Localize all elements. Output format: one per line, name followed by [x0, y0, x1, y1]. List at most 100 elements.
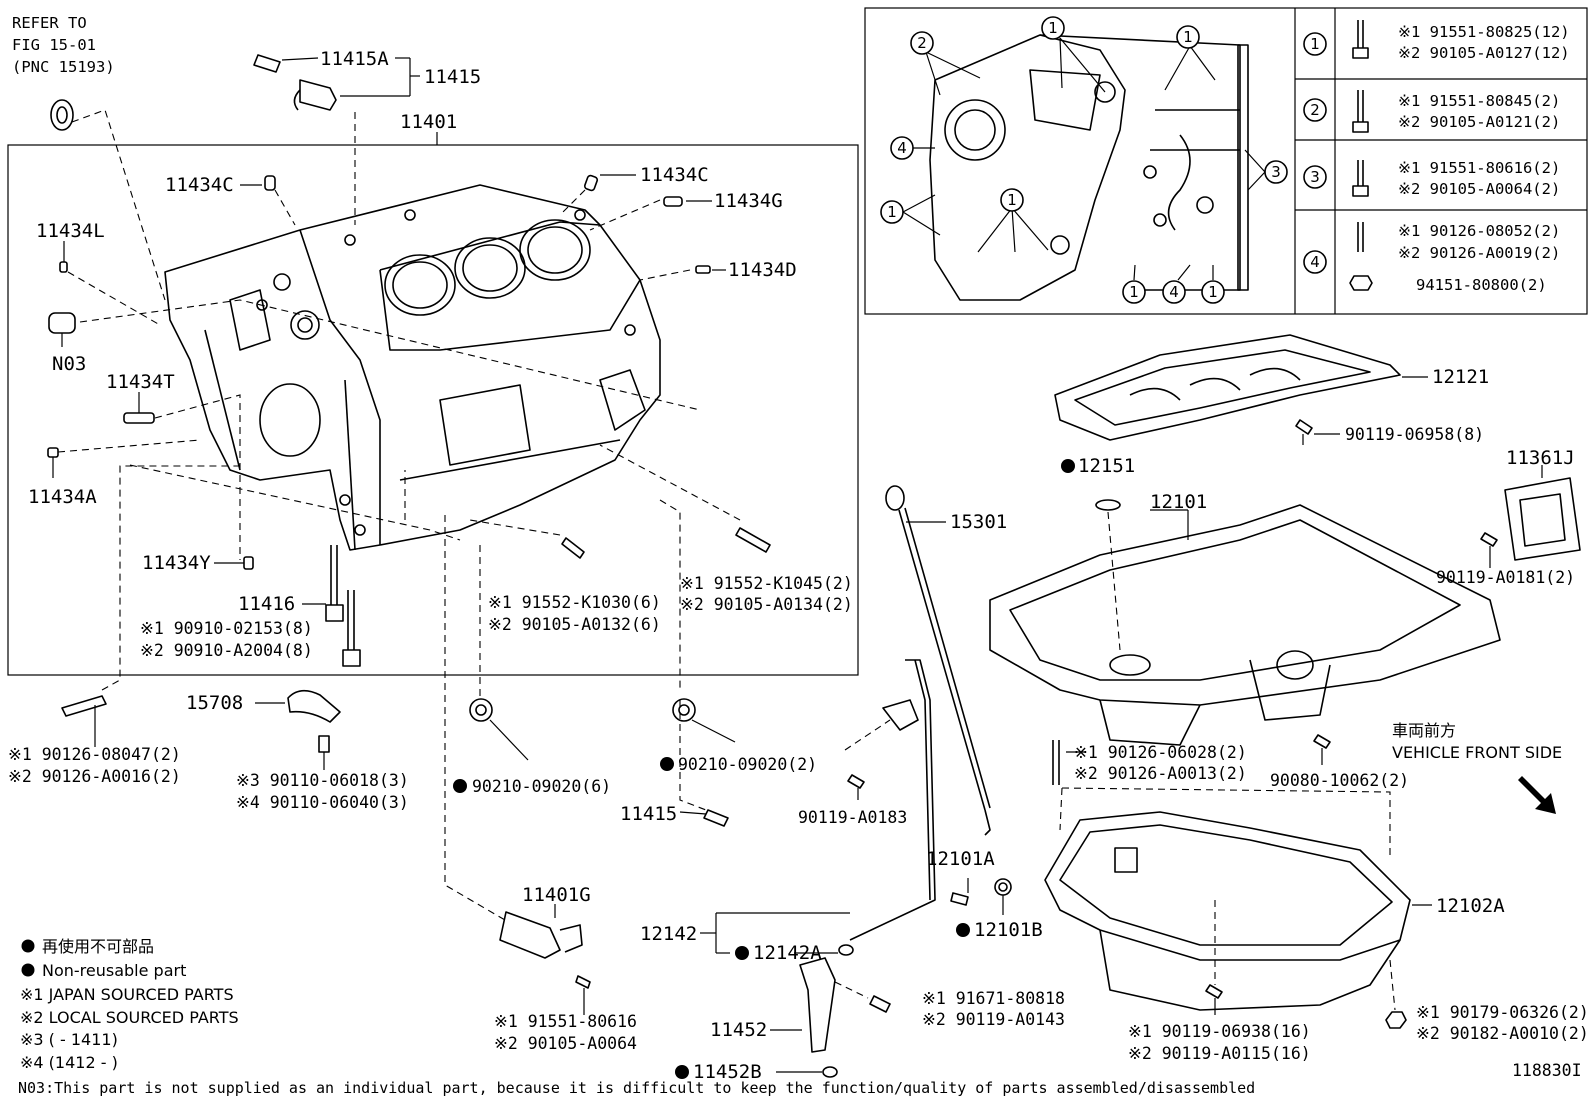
- diagram-id: 118830I: [1512, 1061, 1582, 1080]
- inset-callout-label: 4: [897, 139, 907, 157]
- bolt-06028-local: ※2 90126-A0013(2): [1074, 764, 1247, 783]
- inset-callout: [1122, 280, 1146, 304]
- inset-callout-label: 1: [1183, 28, 1193, 46]
- legend-note-1: ※1 JAPAN SOURCED PARTS: [20, 985, 234, 1004]
- label-11434D: 11434D: [728, 259, 797, 281]
- oil-pan-drawing: [950, 334, 1581, 1029]
- label-11415: 11415: [424, 66, 481, 88]
- table-key-circle: [1303, 250, 1327, 274]
- table-key-circle: [1303, 165, 1327, 189]
- label-11434A: 11434A: [28, 486, 97, 508]
- nonreusable-dot: [675, 1065, 689, 1079]
- label-11401: 11401: [400, 111, 457, 133]
- label-15708: 15708: [186, 692, 243, 714]
- inset-callout-label: 1: [1048, 19, 1058, 37]
- inset-callout: [1162, 280, 1186, 304]
- block-dashed-leaders: [57, 109, 741, 921]
- inset-callout: [1176, 25, 1200, 49]
- legend-dot: [21, 963, 35, 977]
- bolt-inset-frame: [864, 7, 1588, 315]
- inset-callout-label: 1: [1007, 191, 1017, 209]
- dipstick-drawing: [700, 485, 991, 1078]
- bolt-80616-local: ※2 90105-A0064: [494, 1034, 637, 1053]
- vehicle-front-en: VEHICLE FRONT SIDE: [1392, 743, 1562, 762]
- bolt-80818-local: ※2 90119-A0143: [922, 1010, 1065, 1029]
- label-12101: 12101: [1150, 491, 1207, 513]
- label-11434L: 11434L: [36, 220, 105, 242]
- vehicle-front-arrow: [1518, 776, 1556, 814]
- label-12102A: 12102A: [1436, 895, 1505, 917]
- table-row-1-line1: ※1 91551-80825(12): [1398, 23, 1570, 41]
- bolt-06018: ※3 90110-06018(3): [236, 771, 409, 790]
- label-11434C-right: 11434C: [640, 164, 709, 186]
- bolt-08047-local: ※2 90126-A0016(2): [8, 767, 181, 786]
- label-11415A: 11415A: [320, 48, 389, 70]
- legend-dot: [21, 939, 35, 953]
- table-row-3-line1: ※1 91551-80616(2): [1398, 159, 1560, 177]
- table-row-4-line1: ※1 90126-08052(2): [1398, 222, 1560, 240]
- label-11401G: 11401G: [522, 884, 591, 906]
- label-12101A: 12101A: [926, 848, 995, 870]
- inset-bolt-table: 1 ※1 91551-80825(12) ※2 90105-A0127(12) …: [1303, 20, 1570, 294]
- bolt-06958: 90119-06958(8): [1345, 425, 1484, 444]
- inset-callout: [890, 136, 914, 160]
- legend-note-4: ※4 (1412 - ): [20, 1053, 118, 1072]
- solid-leaders: [52, 57, 726, 747]
- seal-90210-2: 90210-09020(2): [678, 755, 817, 774]
- inset-callout-label: 1: [887, 203, 897, 221]
- bolt-08047-jp: ※1 90126-08047(2): [8, 745, 181, 764]
- footnote-N03: N03:This part is not supplied as an indi…: [18, 1079, 1255, 1097]
- legend-nonreusable-jp: 再使用不可部品: [42, 937, 154, 956]
- cylinder-block-drawing: [164, 184, 661, 551]
- inset-callout: [910, 31, 934, 55]
- inset-callout: [1264, 160, 1288, 184]
- lower-left-parts: [61, 689, 736, 1015]
- label-11434T: 11434T: [106, 371, 175, 393]
- bolt-K1045-local: ※2 90105-A0134(2): [680, 595, 853, 614]
- bolt-06938-jp: ※1 90119-06938(16): [1128, 1022, 1311, 1041]
- table-key: 4: [1310, 253, 1320, 271]
- label-15301: 15301: [950, 511, 1007, 533]
- inset-callout: [1041, 16, 1065, 40]
- nonreusable-dot: [956, 923, 970, 937]
- table-row-4-line3: 94151-80800(2): [1416, 276, 1547, 294]
- legend-nonreusable-en: Non-reusable part: [42, 961, 186, 980]
- refer-line-2: FIG 15-01: [12, 36, 96, 54]
- label-11434C-left: 11434C: [165, 174, 234, 196]
- label-11452: 11452: [710, 1019, 767, 1041]
- label-11415-lower: 11415: [620, 803, 677, 825]
- bolt-06938-local: ※2 90119-A0115(16): [1128, 1044, 1311, 1063]
- bolt-K1030-jp: ※1 91552-K1030(6): [488, 593, 661, 612]
- label-11361J: 11361J: [1506, 447, 1575, 469]
- label-11434G: 11434G: [714, 190, 783, 212]
- label-11416: 11416: [238, 593, 295, 615]
- label-12142A: 12142A: [753, 942, 822, 964]
- bolt-A0181: 90119-A0181(2): [1436, 568, 1575, 587]
- nonreusable-dot: [735, 946, 749, 960]
- inset-callouts: 1 2 1 1 4 1 1 3 1 4: [880, 16, 1288, 304]
- cylinder-block-frame: [7, 144, 859, 676]
- bolt-80818-jp: ※1 91671-80818: [922, 989, 1065, 1008]
- table-key: 3: [1310, 168, 1320, 186]
- inset-callout: [880, 200, 904, 224]
- inset-callout: [1201, 280, 1225, 304]
- sensor-11415-parts: [50, 54, 337, 131]
- legend: 再使用不可部品 Non-reusable part ※1 JAPAN SOURC…: [20, 937, 239, 1072]
- nonreusable-dot: [660, 757, 674, 771]
- nut-06326-jp: ※1 90179-06326(2): [1416, 1003, 1589, 1022]
- inset-callout-label: 4: [1169, 283, 1179, 301]
- vehicle-front-jp: 車両前方: [1392, 721, 1456, 740]
- nonreusable-dot: [453, 779, 467, 793]
- inset-block-drawing: [902, 34, 1266, 301]
- table-row-2-line2: ※2 90105-A0121(2): [1398, 113, 1560, 131]
- inset-callout-label: 2: [917, 34, 927, 52]
- label-12151: 12151: [1078, 455, 1135, 477]
- bolt-K1045-jp: ※1 91552-K1045(2): [680, 574, 853, 593]
- inset-callout: [1000, 188, 1024, 212]
- bolt-11416-local: ※2 90910-A2004(8): [140, 641, 313, 660]
- label-12142: 12142: [640, 923, 697, 945]
- bolt-K1030-local: ※2 90105-A0132(6): [488, 615, 661, 634]
- inset-callout-label: 3: [1271, 163, 1281, 181]
- label-12101B: 12101B: [974, 919, 1043, 941]
